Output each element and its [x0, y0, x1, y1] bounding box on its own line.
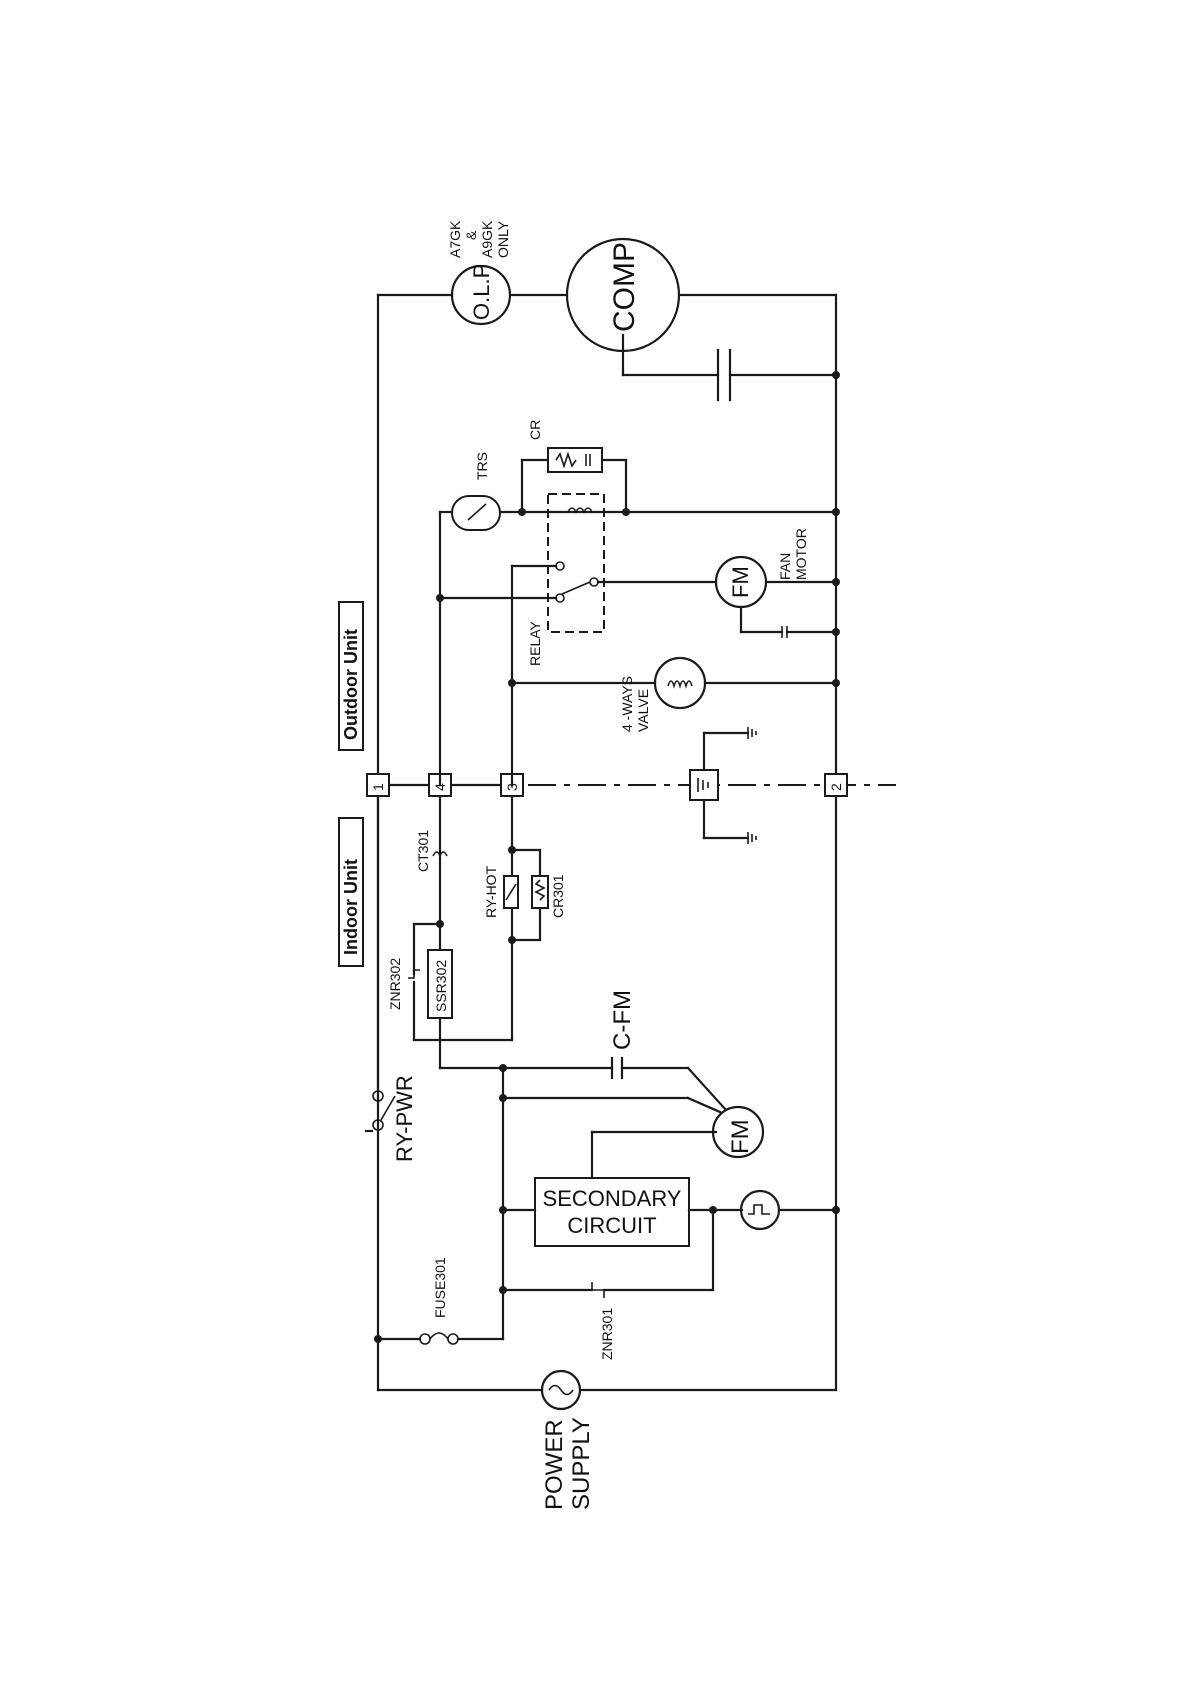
indoor-unit-text: Indoor Unit	[341, 859, 361, 955]
varistor-icon	[592, 1282, 604, 1298]
terminal-2: 2	[825, 774, 847, 796]
fan-motor-label-2: MOTOR	[793, 528, 809, 580]
ct301-label: CT301	[415, 830, 431, 872]
olp-label: O.L.P	[469, 264, 494, 320]
znr302-icon	[408, 970, 420, 978]
earth-icon-indoor	[748, 832, 756, 844]
cr-label: CR	[527, 420, 543, 440]
earth-icon-outdoor	[748, 727, 756, 739]
indoor-fm-label: FM	[727, 1119, 754, 1154]
outdoor-unit-label: Outdoor Unit	[339, 602, 363, 750]
znr302-label: ZNR302	[387, 958, 403, 1010]
terminal-1: 1	[367, 774, 389, 796]
fuse-icon	[420, 1334, 430, 1344]
c-fm-label: C-FM	[609, 990, 636, 1050]
olp-note-3: A9GK	[479, 220, 495, 258]
olp-note-1: A7GK	[447, 220, 463, 258]
secondary-label-2: CIRCUIT	[567, 1213, 656, 1238]
ct301: CT301	[415, 830, 447, 872]
ry-pwr-label: RY-PWR	[392, 1075, 417, 1162]
four-way-valve: 4 -WAYS VALVE	[512, 658, 840, 732]
comp-capacitor	[623, 335, 840, 400]
four-way-label-2: VALVE	[635, 689, 651, 732]
znr301-label: ZNR301	[599, 1308, 615, 1360]
ry-hot-label: RY-HOT	[483, 865, 499, 918]
thermal-sensor-icon	[741, 1191, 779, 1229]
comp-label: COMP	[608, 242, 641, 332]
four-way-label-1: 4 -WAYS	[619, 676, 635, 732]
earth-terminal-box	[690, 770, 718, 800]
cr: CR	[522, 420, 626, 512]
outdoor-fan-motor: FM FAN MOTOR	[716, 528, 840, 638]
secondary-circuit: SECONDARY CIRCUIT	[503, 1132, 742, 1246]
olp: O.L.P A7GK & A9GK ONLY	[447, 220, 511, 324]
ssr302-label: SSR302	[433, 960, 449, 1012]
power-supply-label-2: SUPPLY	[568, 1417, 595, 1510]
c-fm-capacitor: C-FM	[609, 990, 636, 1078]
four-way-valve-icon	[655, 658, 705, 708]
solenoid-coil-icon	[668, 681, 692, 686]
ssr302: SSR302 ZNR302	[387, 785, 503, 1068]
indoor-unit-label: Indoor Unit	[339, 818, 363, 966]
thermal-sensor	[741, 1191, 840, 1229]
power-supply-label: POWER	[541, 1419, 568, 1510]
olp-note-2: &	[463, 230, 479, 240]
terminal-2-label: 2	[828, 783, 844, 791]
ry-hot: RY-HOT CR301	[440, 785, 566, 1040]
relay-contact-icon	[562, 582, 590, 594]
trs-label: TRS	[474, 452, 490, 480]
terminal-1-label: 1	[370, 783, 386, 791]
olp-note-4: ONLY	[495, 220, 511, 258]
sine-wave-icon	[549, 1386, 573, 1395]
fan-motor-label-1: FAN	[777, 553, 793, 580]
fuse301: FUSE301	[374, 1257, 503, 1344]
indoor-fan-motor: FM	[503, 1068, 763, 1157]
outdoor-unit-text: Outdoor Unit	[341, 629, 361, 740]
power-supply: POWER SUPPLY	[541, 1371, 595, 1510]
trs: TRS	[440, 452, 840, 530]
fuse-label: FUSE301	[432, 1257, 448, 1318]
cr301-label: CR301	[550, 874, 566, 918]
secondary-label-1: SECONDARY	[543, 1186, 682, 1211]
relay-label: RELAY	[527, 620, 543, 666]
outdoor-fm-label: FM	[728, 566, 753, 598]
